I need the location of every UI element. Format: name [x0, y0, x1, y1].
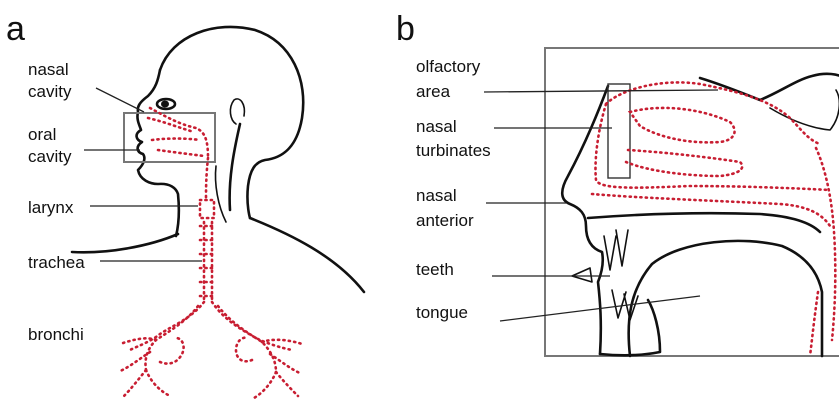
label-nasal: nasal — [28, 60, 69, 79]
label-nasal-anterior-1: nasal — [416, 186, 457, 205]
hard-palate — [588, 213, 820, 232]
tongue-outline — [629, 241, 822, 356]
label-tongue: tongue — [416, 303, 468, 322]
label-area: area — [416, 82, 451, 101]
label-cavity-nasal: cavity — [28, 82, 72, 101]
label-teeth: teeth — [416, 260, 454, 279]
label-olfactory: olfactory — [416, 57, 481, 76]
panel-a: a — [6, 10, 364, 398]
label-anterior: anterior — [416, 211, 474, 230]
label-oral: oral — [28, 125, 56, 144]
ear-icon — [230, 99, 244, 124]
label-turbinates: turbinates — [416, 141, 491, 160]
cribriform-plate — [700, 74, 839, 100]
teeth-icon — [572, 230, 638, 320]
airway-dots — [118, 108, 302, 398]
label-bronchi: bronchi — [28, 325, 84, 344]
turbinate-region-box — [608, 84, 630, 178]
leader-olfactory-area — [484, 90, 718, 92]
label-trachea: trachea — [28, 253, 85, 272]
label-cavity-oral: cavity — [28, 147, 72, 166]
face-profile — [137, 70, 179, 236]
shoulder-right — [250, 218, 364, 292]
panel-a-letter: a — [6, 10, 25, 48]
eye-icon — [157, 99, 175, 109]
label-larynx: larynx — [28, 198, 74, 217]
leader-nasal-cavity — [96, 88, 144, 112]
shoulder-left — [72, 234, 178, 252]
panel-b-letter: b — [396, 10, 415, 48]
throat-line — [215, 166, 226, 222]
label-nasal-turbinates-1: nasal — [416, 117, 457, 136]
back-of-neck — [230, 124, 240, 210]
head-outline — [160, 27, 303, 218]
panel-b: b olfac — [396, 10, 839, 356]
